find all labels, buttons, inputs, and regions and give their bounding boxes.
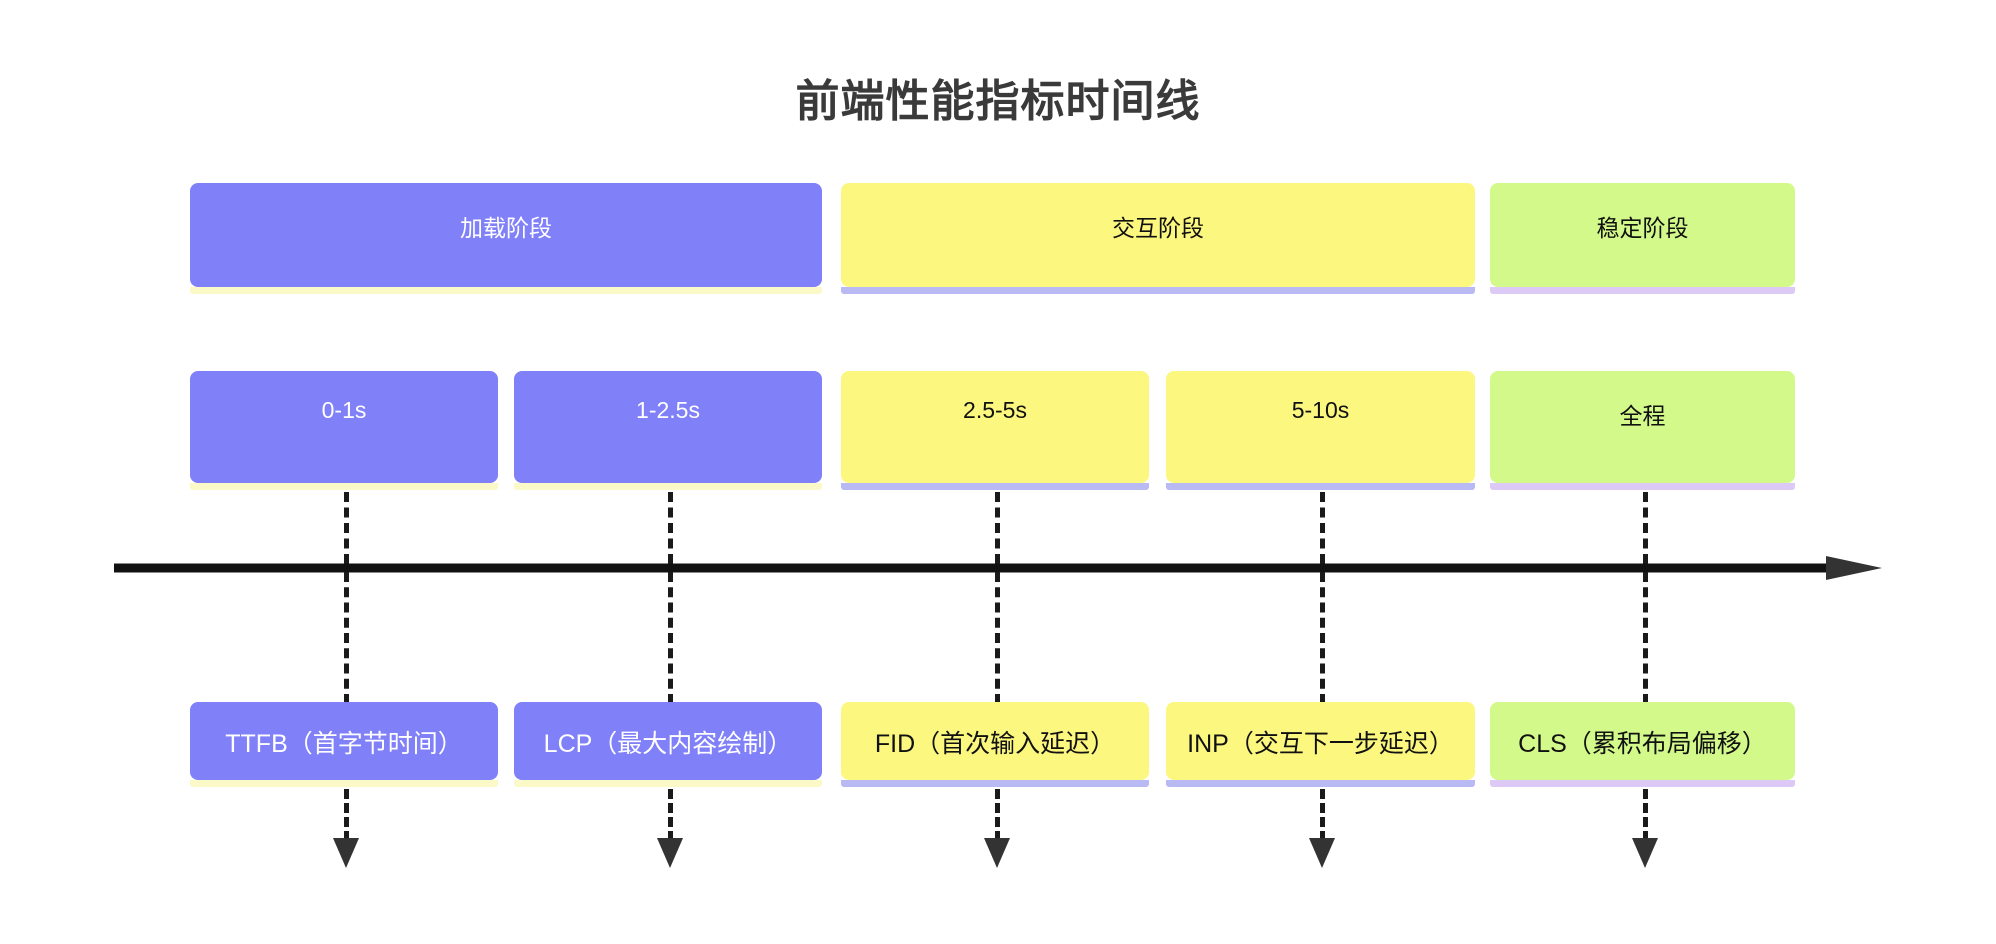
metric-box-fid-label: FID（首次输入延迟）: [874, 730, 1116, 758]
down-arrow-icon-ttfb: [333, 838, 359, 868]
metric-box-inp[interactable]: INP（交互下一步延迟）: [1166, 702, 1475, 780]
time-box-0-1s[interactable]: 0-1s: [190, 371, 498, 483]
time-box-2.5-5s-label: 2.5-5s: [963, 397, 1027, 423]
connector-upper-ttfb: [344, 492, 349, 564]
metric-box-ttfb[interactable]: TTFB（首字节时间）: [190, 702, 498, 780]
down-arrow-icon-fid: [984, 838, 1010, 868]
timeline-arrowhead-icon: [1826, 556, 1882, 580]
connector-tail-ttfb: [344, 789, 349, 841]
time-box-full-duration[interactable]: 全程: [1490, 371, 1795, 483]
connector-upper-lcp: [668, 492, 673, 564]
connector-upper-inp: [1320, 492, 1325, 564]
phase-bar-stable[interactable]: 稳定阶段: [1490, 183, 1795, 287]
timeline-axis: [114, 556, 1882, 580]
connector-upper-cls: [1643, 492, 1648, 564]
connector-tail-fid: [995, 789, 1000, 841]
phase-bar-loading[interactable]: 加载阶段: [190, 183, 822, 287]
metric-box-cls[interactable]: CLS（累积布局偏移）: [1490, 702, 1795, 780]
time-box-2.5-5s-underline: [841, 483, 1149, 490]
connector-lower-cls: [1643, 572, 1648, 704]
phase-bar-interaction-underline: [841, 287, 1475, 294]
time-box-1-2.5s-underline: [514, 483, 822, 490]
connector-lower-inp: [1320, 572, 1325, 704]
metric-box-ttfb-underline: [190, 780, 498, 787]
metric-box-lcp-underline: [514, 780, 822, 787]
connector-tail-cls: [1643, 789, 1648, 841]
page-title: 前端性能指标时间线: [795, 77, 1201, 126]
time-box-0-1s-label: 0-1s: [321, 397, 367, 423]
time-box-2.5-5s[interactable]: 2.5-5s: [841, 371, 1149, 483]
time-box-full-duration-label: 全程: [1619, 403, 1666, 429]
metric-box-lcp[interactable]: LCP（最大内容绘制）: [514, 702, 822, 780]
metric-box-cls-underline: [1490, 780, 1795, 787]
down-arrow-icon-cls: [1632, 838, 1658, 868]
connector-tail-lcp: [668, 789, 673, 841]
connector-lower-fid: [995, 572, 1000, 704]
metric-box-cls-label: CLS（累积布局偏移）: [1518, 730, 1767, 758]
phase-bar-stable-label: 稳定阶段: [1596, 215, 1689, 241]
time-box-5-10s-underline: [1166, 483, 1475, 490]
metric-box-fid[interactable]: FID（首次输入延迟）: [841, 702, 1149, 780]
connector-tail-inp: [1320, 789, 1325, 841]
phase-bar-loading-label: 加载阶段: [460, 215, 552, 241]
phase-bar-interaction-label: 交互阶段: [1112, 215, 1204, 241]
time-box-1-2.5s-label: 1-2.5s: [636, 397, 700, 423]
connector-upper-fid: [995, 492, 1000, 564]
time-box-5-10s-label: 5-10s: [1291, 397, 1350, 423]
metric-box-lcp-label: LCP（最大内容绘制）: [543, 730, 793, 758]
phase-bar-stable-underline: [1490, 287, 1795, 294]
connector-lower-ttfb: [344, 572, 349, 704]
metric-box-inp-underline: [1166, 780, 1475, 787]
metric-box-ttfb-label: TTFB（首字节时间）: [225, 730, 463, 758]
phase-bar-interaction[interactable]: 交互阶段: [841, 183, 1475, 287]
metric-box-fid-underline: [841, 780, 1149, 787]
time-box-1-2.5s[interactable]: 1-2.5s: [514, 371, 822, 483]
time-box-5-10s[interactable]: 5-10s: [1166, 371, 1475, 483]
metric-box-inp-label: INP（交互下一步延迟）: [1187, 730, 1454, 758]
down-arrow-icon-lcp: [657, 838, 683, 868]
timeline-axis-svg: [114, 556, 1882, 580]
time-box-full-duration-underline: [1490, 483, 1795, 490]
connector-lower-lcp: [668, 572, 673, 704]
time-box-0-1s-underline: [190, 483, 498, 490]
phase-bar-loading-underline: [190, 287, 822, 294]
down-arrow-icon-inp: [1309, 838, 1335, 868]
